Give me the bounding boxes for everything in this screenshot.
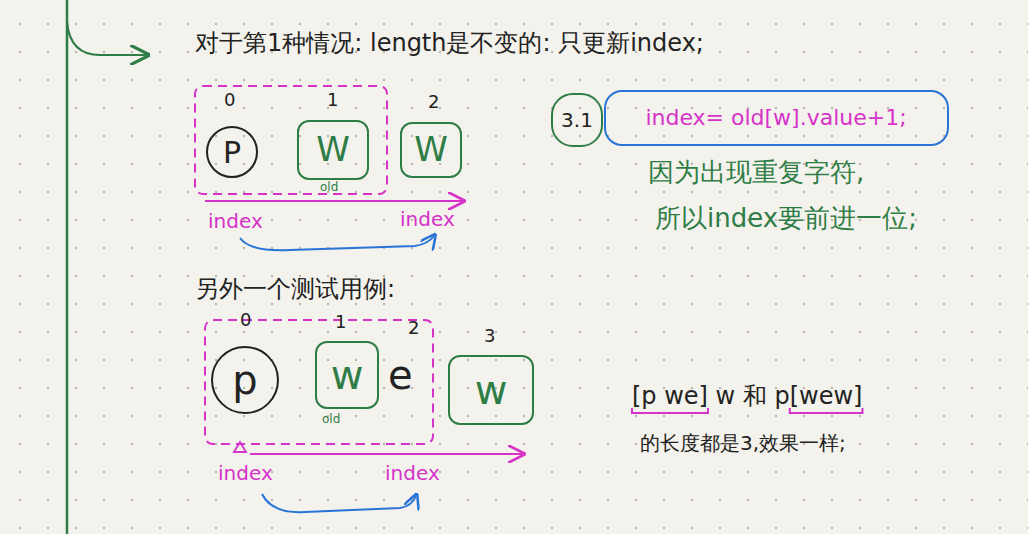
char-box: w bbox=[448, 355, 534, 425]
index-number: 2 bbox=[408, 318, 419, 339]
char-box: w bbox=[315, 341, 379, 409]
index-move-arrow bbox=[240, 236, 434, 250]
window-arrow bbox=[205, 200, 462, 202]
note-text: [p we] w 和 p[wew] bbox=[632, 383, 862, 411]
branch-arrow bbox=[67, 22, 146, 55]
node-text: p bbox=[232, 358, 257, 402]
tree-line bbox=[66, 0, 69, 534]
char-circle: p bbox=[211, 346, 279, 414]
index-number: 1 bbox=[335, 312, 346, 333]
node-text: W bbox=[414, 131, 448, 168]
window-bracket bbox=[195, 86, 387, 194]
note-text: 的长度都是3,效果一样; bbox=[640, 432, 846, 455]
old-tag: old bbox=[320, 181, 338, 195]
index-number: 0 bbox=[240, 310, 251, 331]
start-marker bbox=[234, 442, 246, 452]
char-box: W bbox=[400, 122, 462, 178]
note-text: 因为出现重复字符, bbox=[648, 158, 864, 188]
char-letter: e bbox=[388, 352, 413, 398]
node-text: P bbox=[223, 136, 241, 169]
node-text: index= old[w].value+1; bbox=[645, 106, 906, 130]
index-number: 0 bbox=[224, 90, 235, 111]
node-text: W bbox=[316, 131, 350, 168]
old-tag: old bbox=[322, 413, 340, 427]
index-number: 1 bbox=[327, 90, 338, 111]
pointer-label: index bbox=[208, 210, 263, 233]
heading: 对于第1种情况: length是不变的: 只更新index; bbox=[195, 30, 704, 58]
pointer-label: index bbox=[218, 462, 273, 485]
window-arrow bbox=[250, 453, 522, 455]
index-number: 3 bbox=[484, 326, 495, 347]
char-circle: P bbox=[206, 126, 258, 178]
pointer-label: index bbox=[400, 208, 455, 231]
pointer-label: index bbox=[385, 462, 440, 485]
node-text: w bbox=[475, 368, 508, 412]
note-text: 所以index要前进一位; bbox=[655, 204, 917, 234]
section-heading: 另外一个测试用例: bbox=[195, 276, 395, 304]
index-number: 2 bbox=[428, 92, 439, 113]
step-number: 3.1 bbox=[551, 93, 603, 147]
char-box: W bbox=[297, 120, 369, 180]
window-bracket bbox=[205, 320, 433, 444]
node-text: 3.1 bbox=[561, 109, 593, 131]
node-text: w bbox=[331, 353, 364, 397]
index-move-arrow bbox=[262, 494, 416, 512]
formula-box: index= old[w].value+1; bbox=[604, 90, 949, 146]
